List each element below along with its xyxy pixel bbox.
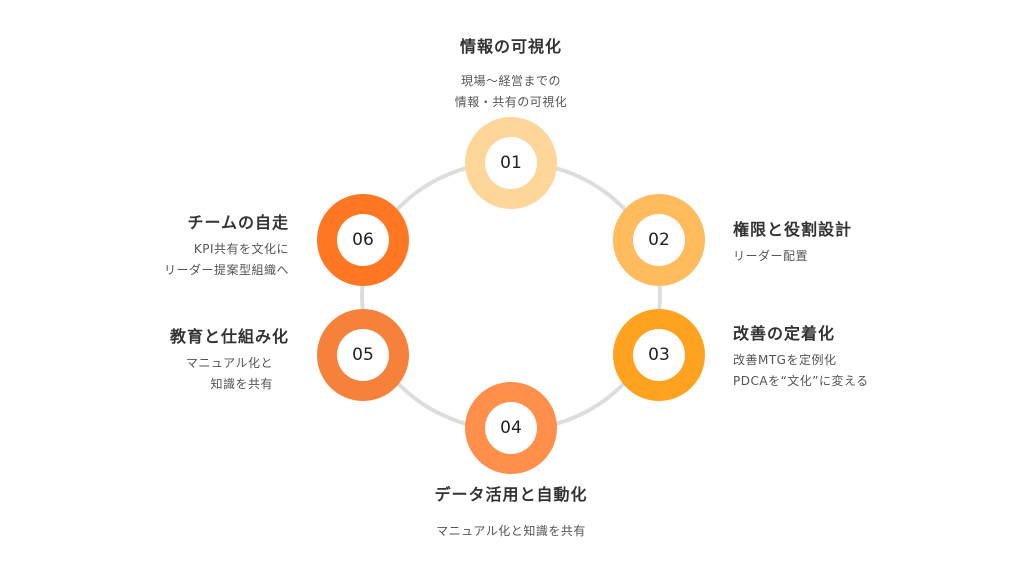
step-title: チームの自走 — [187, 213, 289, 232]
step-06-text: チームの自走 KPI共有を文化にリーダー提案型組織へ — [164, 209, 289, 281]
step-desc: リーダー配置 — [733, 249, 809, 263]
step-number: 06 — [337, 214, 389, 266]
step-desc: マニュアル化と知識を共有 — [436, 524, 586, 538]
step-number: 05 — [337, 329, 389, 381]
step-desc: 現場〜経営までの情報・共有の可視化 — [454, 74, 568, 109]
step-number: 03 — [633, 329, 685, 381]
step-number: 04 — [485, 402, 537, 454]
step-desc: KPI共有を文化にリーダー提案型組織へ — [163, 242, 289, 277]
step-02-text: 権限と役割設計 リーダー配置 — [733, 216, 852, 267]
step-desc: マニュアル化と知識を共有 — [185, 356, 273, 391]
step-04-text: データ活用と自動化 マニュアル化と知識を共有 — [391, 481, 631, 542]
step-title: 教育と仕組み化 — [169, 327, 289, 346]
step-05-circle: 05 — [317, 309, 409, 401]
step-05-text: 教育と仕組み化 マニュアル化と知識を共有 — [170, 323, 289, 395]
step-01-text: 情報の可視化 現場〜経営までの情報・共有の可視化 — [411, 33, 611, 113]
step-01-circle: 01 — [465, 117, 557, 209]
step-02-circle: 02 — [613, 194, 705, 286]
step-title: 権限と役割設計 — [733, 220, 853, 239]
step-03-circle: 03 — [613, 309, 705, 401]
step-title: 情報の可視化 — [459, 37, 562, 56]
step-number: 01 — [485, 137, 537, 189]
step-title: 改善の定着化 — [733, 324, 836, 343]
step-number: 02 — [633, 214, 685, 266]
step-04-circle: 04 — [465, 382, 557, 474]
step-title: データ活用と自動化 — [434, 485, 588, 504]
step-06-circle: 06 — [317, 194, 409, 286]
